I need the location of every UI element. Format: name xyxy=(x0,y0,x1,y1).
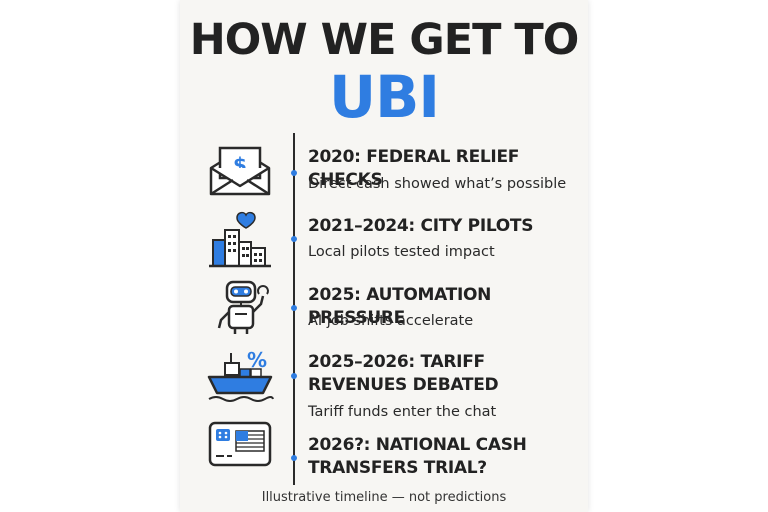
city-heart-icon xyxy=(209,211,271,268)
envelope-dollar-icon: $ xyxy=(209,146,271,196)
timeline-marker xyxy=(291,236,297,242)
timeline-marker xyxy=(291,305,297,311)
timeline-item-title: 2020: FEDERAL RELIEF CHECKS xyxy=(308,147,520,190)
cargo-ship-percent-icon: % xyxy=(207,348,274,402)
timeline-item-description: Direct cash showed what’s possible xyxy=(308,176,567,192)
timeline-item-title: 2025: AUTOMATION PRESSURE xyxy=(308,285,492,328)
timeline-marker xyxy=(291,170,297,176)
timeline-item-title: 2025–2026: TARIFF REVENUES DEBATED xyxy=(308,352,499,395)
robot-icon xyxy=(217,280,269,334)
timeline-item-title: 2021–2024: CITY PILOTS xyxy=(308,216,534,236)
svg-text:%: % xyxy=(247,348,267,372)
timeline-item-description: Tariff funds enter the chat xyxy=(308,404,497,420)
timeline-item-title: 2026?: NATIONAL CASH TRANSFERS TRIAL? xyxy=(308,435,527,478)
card-flag-icon xyxy=(208,421,272,467)
timeline-item-description: AI job shifts accelerate xyxy=(308,313,474,329)
timeline-marker xyxy=(291,455,297,461)
page-title-highlight: UBI xyxy=(329,63,440,131)
timeline-item-description: Local pilots tested impact xyxy=(308,244,495,260)
footer-disclaimer: Illustrative timeline — not predictions xyxy=(261,490,507,505)
timeline-marker xyxy=(291,373,297,379)
poster: HOW WE GET TO UBI $ 2020: FEDERAL RELIEF… xyxy=(180,0,588,512)
page-title: HOW WE GET TO xyxy=(189,15,580,65)
